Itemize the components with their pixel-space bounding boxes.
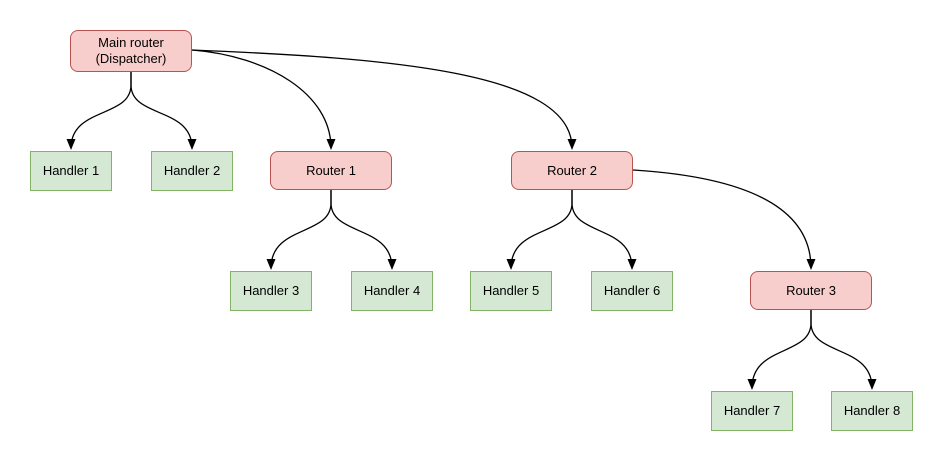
node-label: Router 1 (306, 162, 356, 178)
node-label: Router 3 (786, 282, 836, 298)
node-handler-3: Handler 3 (230, 271, 312, 311)
node-handler-1: Handler 1 (30, 151, 112, 191)
edge-router-1-to-handler-3 (266, 190, 332, 270)
edge-main-router-to-handler-1 (66, 72, 132, 150)
edge-router-2-to-handler-5 (506, 190, 573, 270)
node-router-1: Router 1 (270, 151, 392, 190)
edge-main-router-to-router-1 (191, 49, 336, 150)
node-label-line: (Dispatcher) (95, 51, 167, 66)
node-label: Handler 6 (603, 283, 661, 298)
node-label: Handler 2 (163, 163, 221, 178)
node-handler-7: Handler 7 (711, 391, 793, 431)
node-label: Handler 3 (242, 283, 300, 298)
node-label: Handler 4 (363, 283, 421, 298)
node-label: Handler 1 (42, 163, 100, 178)
node-router-2: Router 2 (511, 151, 633, 190)
edge-main-router-to-router-2 (191, 49, 577, 150)
node-handler-5: Handler 5 (470, 271, 552, 311)
node-router-3: Router 3 (750, 271, 872, 310)
edge-main-router-to-handler-2 (130, 72, 197, 150)
node-label: Handler 8 (843, 403, 901, 418)
edge-router-3-to-handler-8 (810, 310, 877, 390)
node-handler-2: Handler 2 (151, 151, 233, 191)
edge-router-3-to-handler-7 (747, 310, 812, 390)
node-label: Handler 7 (723, 403, 781, 418)
node-handler-4: Handler 4 (351, 271, 433, 311)
node-handler-8: Handler 8 (831, 391, 913, 431)
node-handler-6: Handler 6 (591, 271, 673, 311)
node-main-router: Main router (Dispatcher) (70, 30, 192, 72)
node-label: Router 2 (547, 162, 597, 178)
node-label-line: Main router (98, 35, 164, 50)
node-label: Handler 5 (482, 283, 540, 298)
edge-router-2-to-router-3 (632, 169, 816, 270)
edge-router-2-to-handler-6 (571, 190, 637, 270)
edge-router-1-to-handler-4 (330, 190, 397, 270)
